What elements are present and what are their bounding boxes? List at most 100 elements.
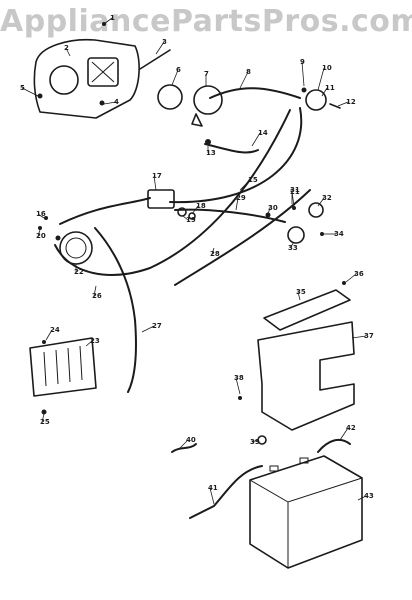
callout-26: 26 [92,292,102,300]
connector-19 [177,207,187,217]
callout-4: 4 [114,98,119,106]
cable-40 [171,443,197,453]
callout-24: 24 [50,326,60,334]
callout-leader [345,273,357,283]
terminal-9 [301,87,307,93]
lamp-bracket [191,113,203,127]
callout-29: 29 [236,194,246,202]
callout-13: 13 [206,149,216,157]
callout-43: 43 [364,492,374,500]
callout-12: 12 [346,98,356,106]
callout-leader [37,229,41,237]
callout-9: 9 [300,58,305,66]
callout-3: 3 [162,38,167,46]
connector-30 [265,212,271,218]
switch-block-17 [147,189,175,209]
callout-5: 5 [20,84,25,92]
callout-leader [155,41,165,55]
callout-leader [251,439,259,443]
wire-29 [174,208,286,223]
lamp-7 [193,85,223,115]
screw-5 [37,93,43,99]
callout-leader [21,87,39,97]
callout-27: 27 [152,322,162,330]
nut-31 [292,206,296,210]
callout-39: 39 [250,438,260,446]
wire-26 [54,109,291,276]
callout-10: 10 [322,64,332,72]
callout-leader [351,335,367,339]
callout-leader [337,101,349,107]
screw-25 [41,409,47,415]
screw-16 [44,216,48,220]
callout-leader [239,179,251,191]
callout-leader [182,215,189,221]
callout-36: 36 [354,270,364,278]
callout-leader [37,213,45,219]
key-12 [329,103,341,109]
screw-24 [42,340,46,344]
callout-leader [357,495,367,501]
callout-leader [153,175,157,191]
callout-35: 35 [296,288,306,296]
callout-leader [235,197,239,211]
wire-28 [174,189,311,286]
callout-21: 21 [290,188,300,196]
cable-41 [189,465,263,519]
callout-leader [191,205,199,215]
wire-27 [94,227,138,393]
callout-1: 1 [110,14,115,22]
nut-36 [342,281,346,285]
callout-2: 2 [64,44,69,52]
lamp-6 [157,84,183,110]
callout-leader [65,47,71,57]
callout-6: 6 [176,66,181,74]
connector-18 [188,212,196,220]
callout-leader [297,291,301,301]
callout-34: 34 [334,230,344,238]
callout-14: 14 [258,129,268,137]
callout-leader [209,487,215,505]
callout-37: 37 [364,332,374,340]
callout-leader [239,71,249,89]
callout-16: 16 [36,210,46,218]
wire-15 [169,107,303,204]
callout-25: 25 [40,418,50,426]
callout-11: 11 [325,84,335,92]
callout-leader [289,241,295,249]
callout-leader [179,439,189,449]
screw-34 [320,232,324,236]
battery [249,455,363,569]
dash-panel [33,38,140,119]
callout-40: 40 [186,436,196,444]
callout-leader [103,17,113,25]
callout-32: 32 [322,194,332,202]
harness-wire-8 [209,87,301,99]
callout-30: 30 [268,204,278,212]
light-switch-33 [287,226,305,244]
cable-42 [317,438,351,453]
callout-15: 15 [248,176,258,184]
callout-leader [103,101,117,105]
callout-leader [235,377,241,395]
callout-leader [45,329,53,341]
clip-21 [55,235,61,241]
voltage-regulator [29,337,97,397]
nut-4 [99,100,105,106]
callout-28: 28 [210,250,220,258]
wire-14 [204,143,259,154]
callout-23: 23 [90,337,100,345]
callout-leader [85,340,93,347]
ignition-switch [305,89,327,111]
callout-19: 19 [186,216,196,224]
callout-8: 8 [246,68,251,76]
callout-31: 31 [290,186,300,194]
battery-box-37 [257,321,355,431]
knob-32 [308,202,324,218]
choke-cable [139,49,171,70]
callout-leader [93,285,97,297]
ammeter-gauge [59,231,93,265]
callout-42: 42 [346,424,356,432]
